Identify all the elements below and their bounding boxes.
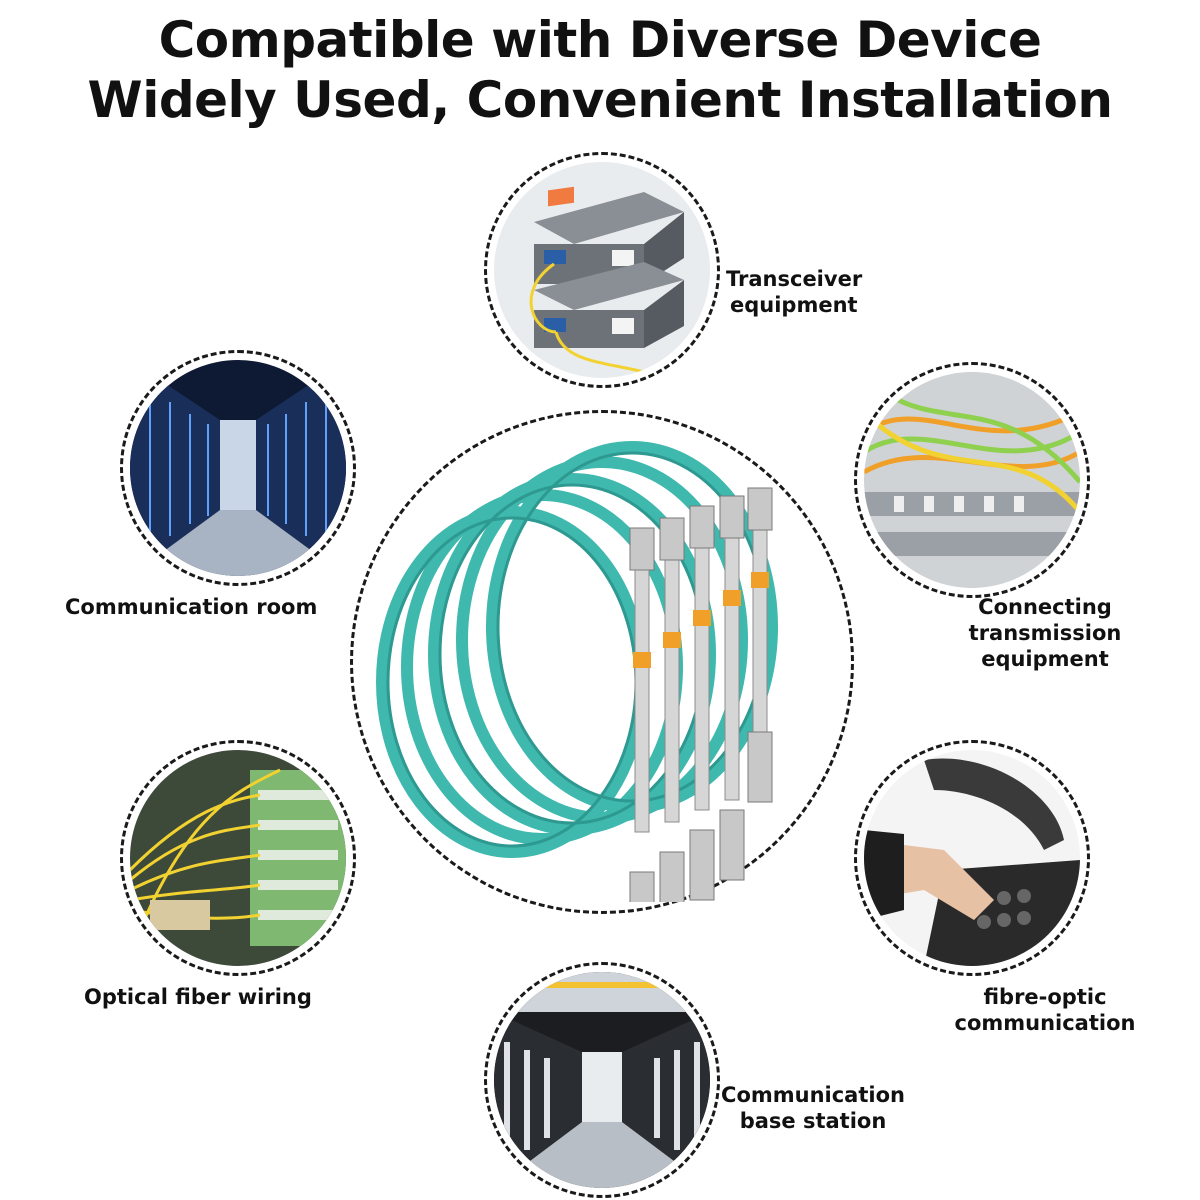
data-center-icon [494, 972, 710, 1188]
fibre-optic-label-line-1: fibre-optic [983, 985, 1107, 1009]
transceiver-icon [494, 162, 710, 378]
fiber-wiring-icon [130, 750, 346, 966]
fiber-wiring-label: Optical fiber wiring [84, 985, 312, 1009]
fibre-optic-label: fibre-optic communication [940, 984, 1150, 1036]
fibre-optic-label-line-2: communication [954, 1011, 1136, 1035]
server-room-icon [130, 360, 346, 576]
transceiver-ring [484, 152, 720, 388]
patch-panel-icon [864, 372, 1080, 588]
fiber-patch-cable-icon [362, 422, 842, 943]
base-station-label: Communication base station [720, 1082, 906, 1134]
fiber-wiring-ring [120, 740, 356, 976]
transmission-label-line-2: equipment [981, 647, 1109, 671]
transceiver-label: Transceiver equipment [726, 266, 862, 318]
product-ring [350, 410, 854, 914]
base-station-label-line-2: base station [739, 1109, 887, 1133]
transceiver-label-line-2: equipment [730, 293, 858, 317]
transmission-label: Connecting transmission equipment [900, 594, 1190, 672]
base-station-label-line-1: Communication [721, 1083, 905, 1107]
communication-room-ring [120, 350, 356, 586]
transmission-ring [854, 362, 1090, 598]
telephone-icon [864, 750, 1080, 966]
base-station-ring [484, 962, 720, 1198]
fibre-optic-ring [854, 740, 1090, 976]
headline-line-2: Widely Used, Convenient Installation [87, 71, 1113, 129]
transmission-label-line-1: Connecting transmission [968, 595, 1122, 645]
transceiver-label-line-1: Transceiver [726, 267, 863, 291]
headline-line-1: Compatible with Diverse Device [158, 11, 1042, 69]
communication-room-label: Communication room [65, 595, 318, 619]
